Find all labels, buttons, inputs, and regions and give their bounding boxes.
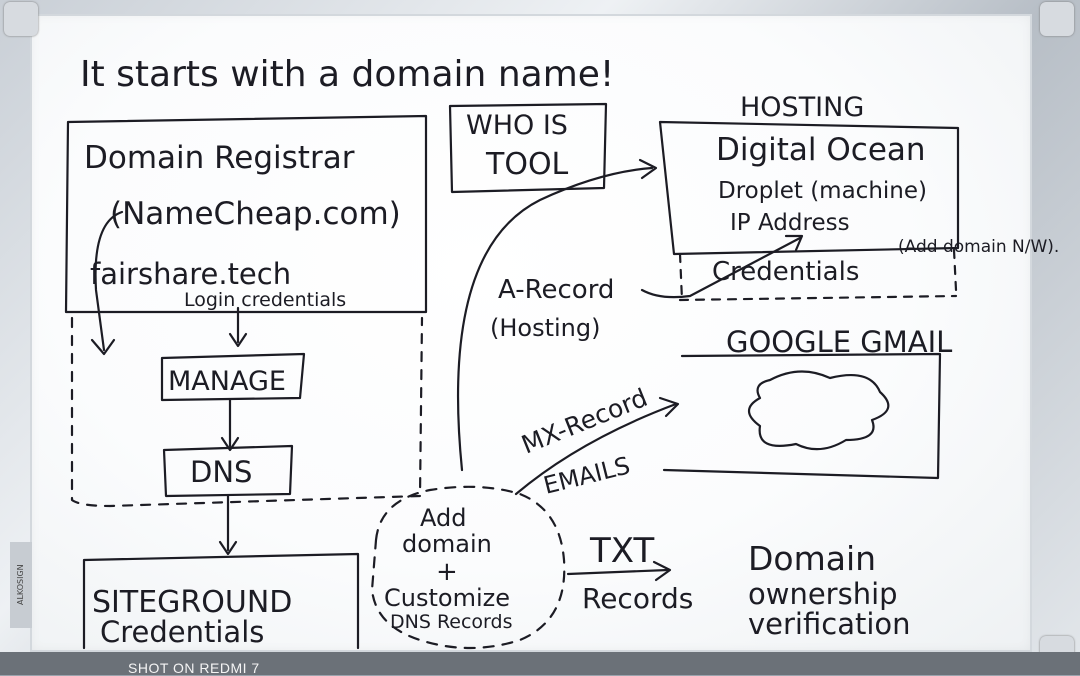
txt-line2: Records — [582, 582, 693, 615]
board-title: It starts with a domain name! — [80, 54, 614, 95]
registrar-provider: (NameCheap.com) — [110, 196, 401, 232]
center-plus: + — [436, 557, 458, 587]
gmail-box — [664, 354, 940, 478]
hosting-credentials: Credentials — [712, 257, 859, 287]
center-domain: domain — [402, 530, 492, 558]
verification-line3: verification — [748, 607, 911, 641]
a-record-line1: A-Record — [498, 275, 614, 305]
verification-line1: Domain — [748, 539, 876, 578]
manage-label: MANAGE — [168, 366, 286, 397]
center-add: Add — [420, 504, 466, 532]
a-record-line2: (Hosting) — [490, 314, 600, 342]
registrar-domain: fairshare.tech — [90, 257, 291, 291]
verification-line2: ownership — [748, 577, 898, 611]
dns-label: DNS — [190, 455, 252, 489]
txt-line1: TXT — [589, 531, 654, 571]
hosting-label: HOSTING — [740, 92, 864, 123]
registrar-login: Login credentials — [184, 289, 346, 311]
whois-line1: WHO IS — [466, 110, 568, 141]
hosting-add-domain: (Add domain N/W). — [898, 237, 1059, 257]
registrar-heading: Domain Registrar — [84, 140, 355, 176]
center-customize: Customize — [384, 584, 510, 612]
mx-emails-label: EMAILS — [541, 451, 633, 499]
hosting-provider: Digital Ocean — [716, 132, 926, 168]
gmail-cloud — [749, 371, 888, 449]
hosting-droplet: Droplet (machine) — [718, 178, 927, 204]
siteground-line2: Credentials — [100, 615, 264, 649]
gmail-label: GOOGLE GMAIL — [726, 325, 952, 359]
mx-record-label: MX-Record — [517, 383, 651, 460]
whois-line2: TOOL — [485, 147, 569, 182]
hosting-ip: IP Address — [730, 210, 850, 236]
center-dns-records: DNS Records — [390, 611, 513, 633]
